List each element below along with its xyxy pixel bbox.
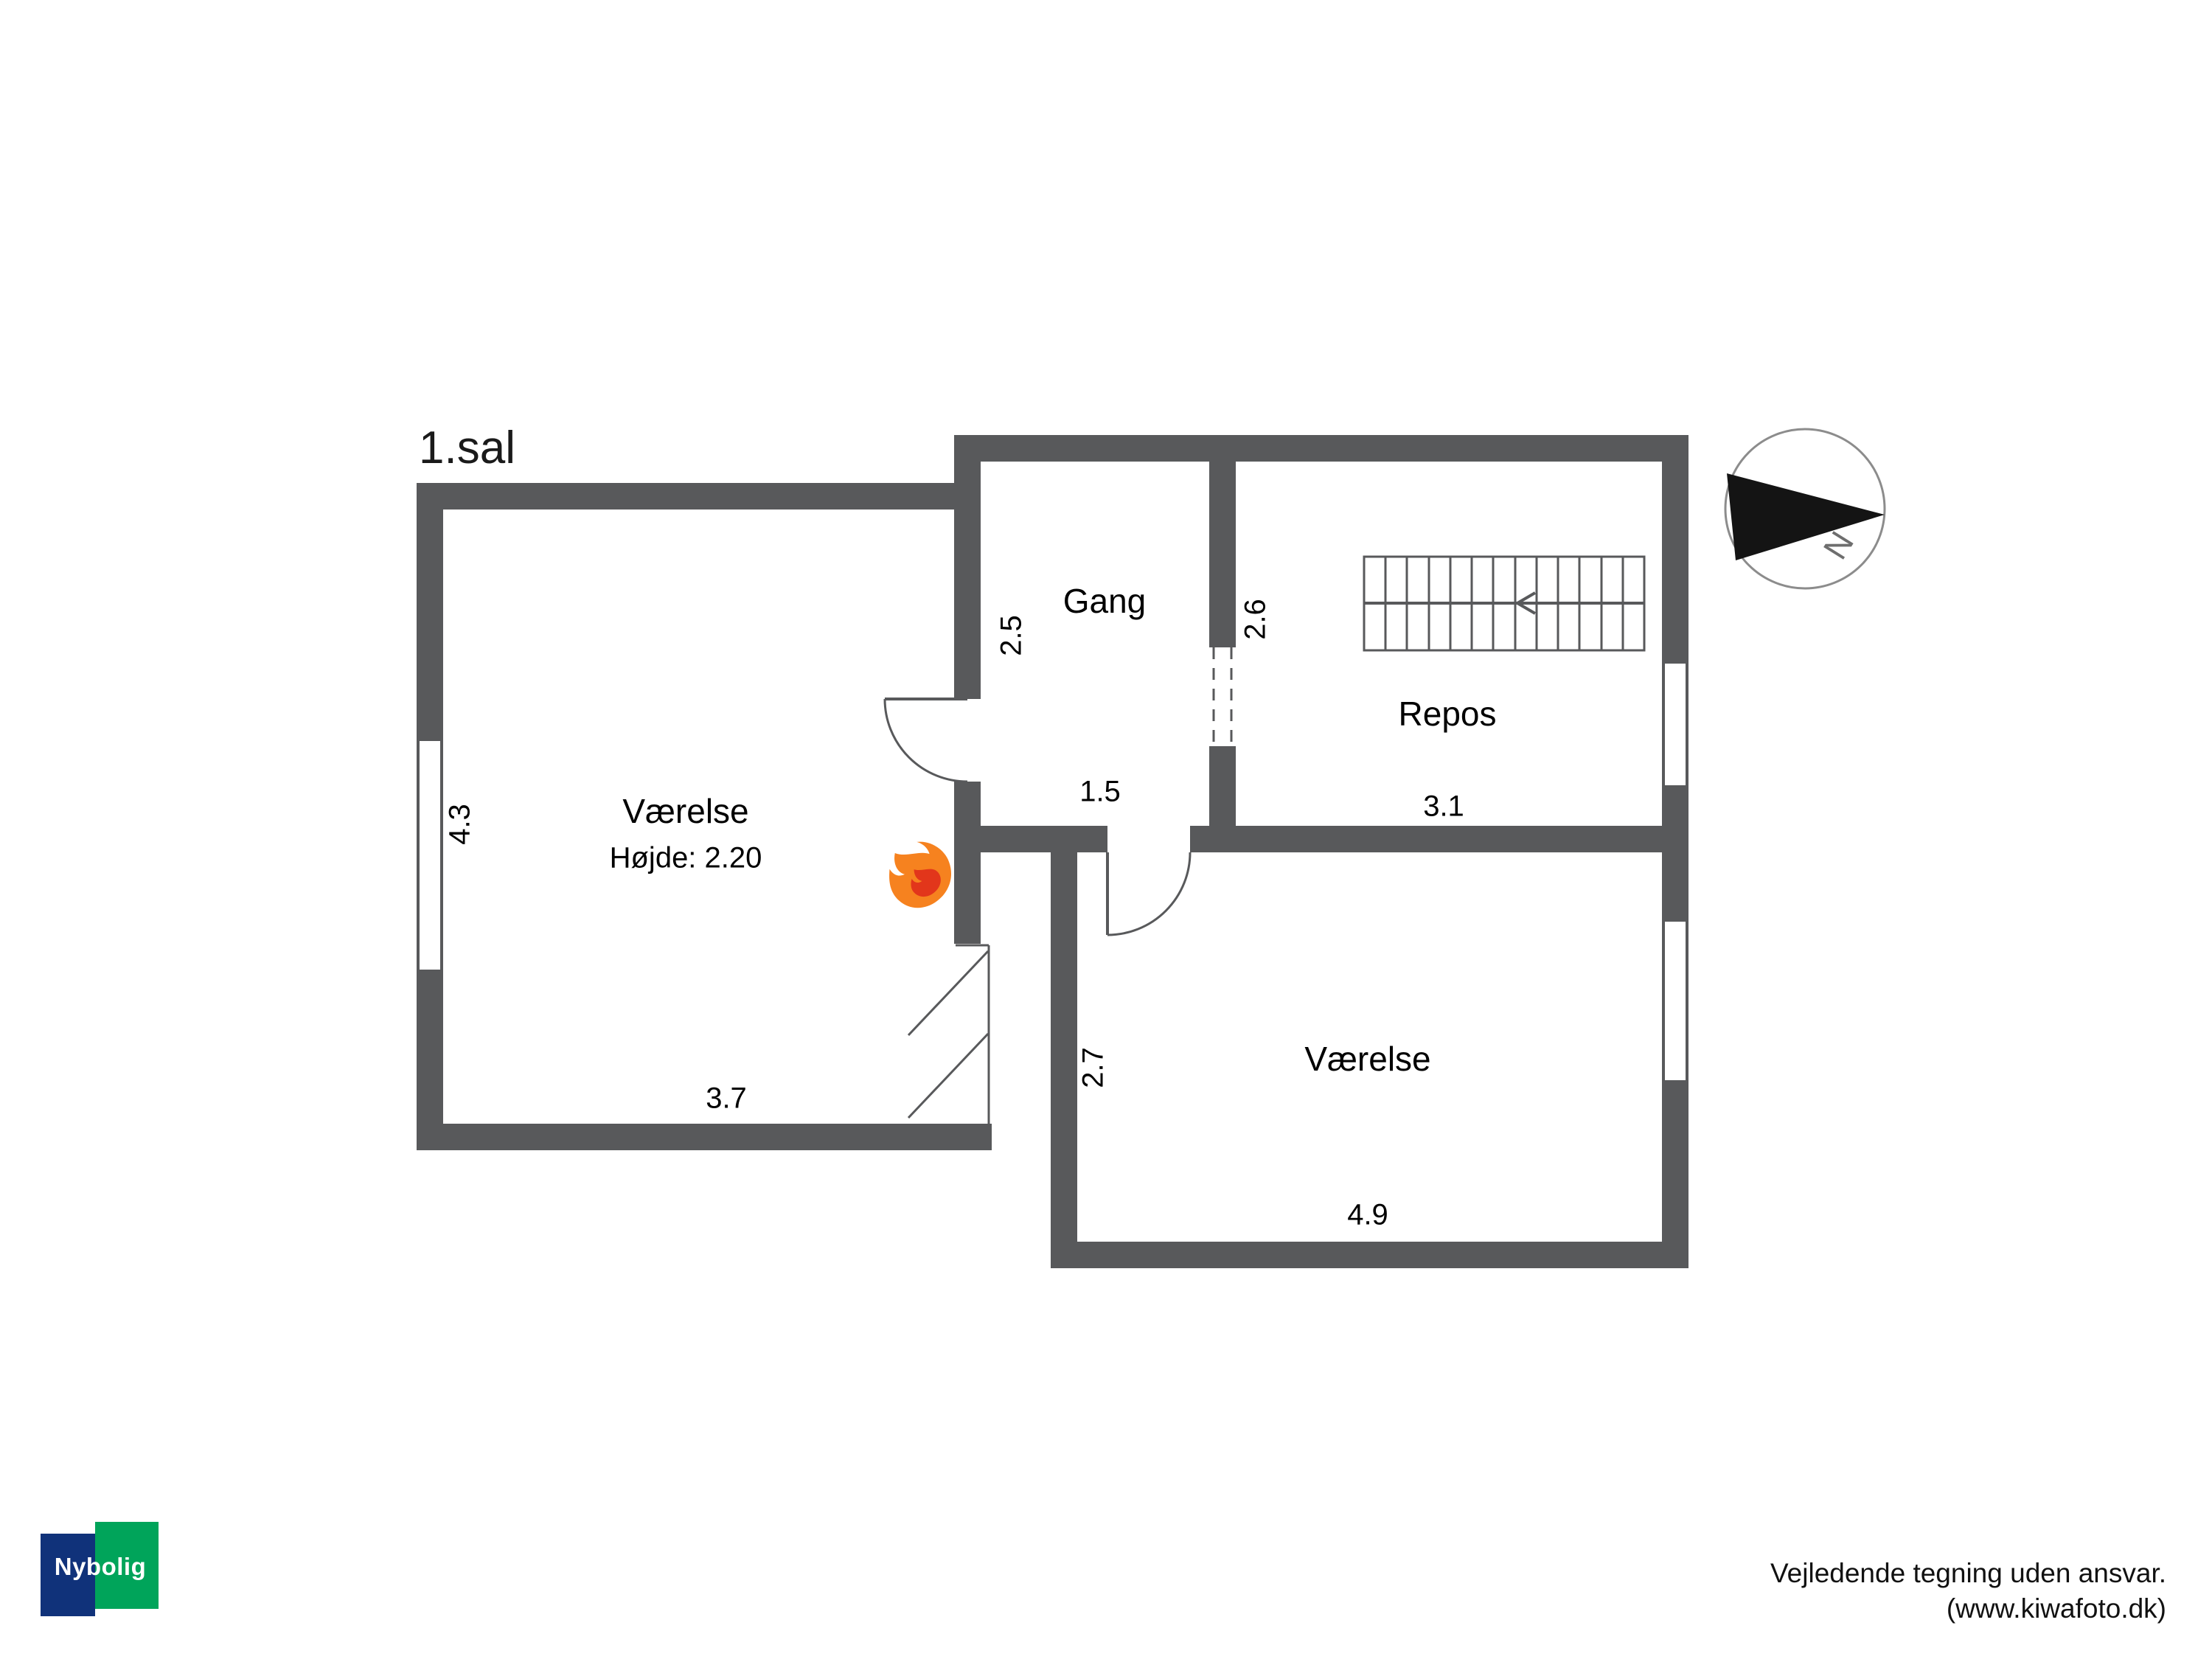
wall-segment (417, 970, 443, 1150)
fireplace-flame-icon (889, 841, 951, 908)
dim-bottom-room-depth: 2.7 (1077, 1047, 1110, 1088)
room-height-note: Højde: 2.20 (609, 841, 762, 874)
floor-title: 1.sal (419, 422, 515, 473)
wall-segment (1051, 1242, 1688, 1268)
wall-segment (1662, 1080, 1688, 1268)
wall-segment (1051, 826, 1077, 1268)
wall-segment (954, 782, 981, 944)
wall-segment (954, 826, 1107, 852)
brand-green-square (95, 1522, 159, 1609)
disclaimer-line-2: (www.kiwafoto.dk) (1946, 1593, 2166, 1624)
wall-segment (954, 435, 1688, 462)
wall-segment (1190, 826, 1688, 852)
room-label-vaerelse-left: Værelse (622, 792, 749, 830)
wall-segment (417, 483, 981, 509)
dim-bottom-room-width: 4.9 (1347, 1198, 1388, 1231)
disclaimer-line-1: Vejledende tegning uden ansvar. (1770, 1557, 2166, 1588)
wall-segment (954, 435, 981, 699)
dim-repos-depth: 2.6 (1239, 599, 1272, 640)
door-swing (883, 698, 968, 783)
wall-segment (1209, 435, 1236, 647)
dim-gang-width: 1.5 (1079, 775, 1121, 808)
door-swing (1106, 852, 1192, 936)
dim-left-room-depth: 4.3 (443, 804, 476, 845)
slope-marks (907, 944, 990, 1124)
wall-segment (417, 1124, 992, 1150)
wall-segment (1209, 746, 1236, 852)
dim-left-room-width: 3.7 (706, 1082, 747, 1115)
room-label-repos: Repos (1398, 695, 1497, 733)
compass-n-label: N (1815, 525, 1861, 566)
dim-repos-width: 3.1 (1423, 790, 1464, 823)
wall-segment (1662, 785, 1688, 922)
brand-blue-square (41, 1534, 95, 1616)
dashed-opening (1212, 647, 1233, 746)
north-arrow-compass-icon: N (1724, 428, 1886, 590)
window (1662, 922, 1688, 1080)
room-label-vaerelse-bottom: Værelse (1304, 1040, 1431, 1078)
window (1662, 664, 1688, 785)
dim-gang-depth: 2.5 (995, 615, 1028, 656)
staircase (1363, 555, 1646, 652)
window (417, 741, 443, 970)
disclaimer: Vejledende tegning uden ansvar. (www.kiw… (1770, 1556, 2166, 1627)
room-label-gang: Gang (1062, 582, 1147, 620)
brand-logo: Nybolig (41, 1520, 166, 1619)
wall-segment (417, 483, 443, 741)
wall-segment (1662, 435, 1688, 664)
brand-wordmark: Nybolig (54, 1553, 147, 1580)
